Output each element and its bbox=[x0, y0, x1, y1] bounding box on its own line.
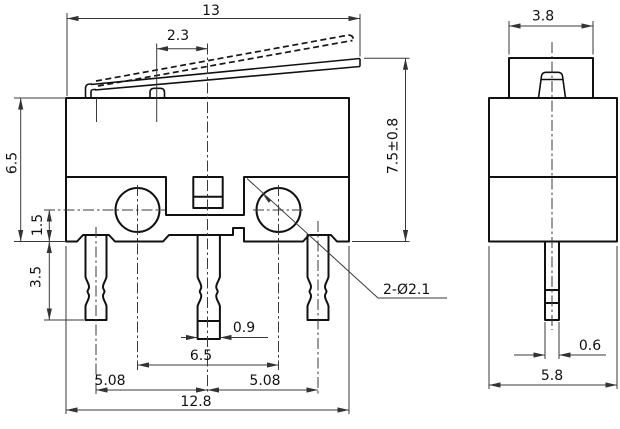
front-view bbox=[44, 34, 361, 394]
plunger bbox=[149, 87, 166, 98]
lever-free-position bbox=[95, 34, 354, 87]
dim-terminal-length: 3.5 bbox=[29, 266, 45, 288]
dim-body-depth: 5.8 bbox=[541, 368, 563, 384]
hole-callout-arrowhead bbox=[262, 194, 272, 203]
body-parting-line bbox=[65, 176, 350, 216]
dim-body-height: 6.5 bbox=[5, 152, 21, 174]
dim-mounting-holes: 2-Ø2.1 bbox=[383, 282, 430, 298]
dim-plunger-offset: 2.3 bbox=[167, 28, 189, 44]
dim-total-length: 13 bbox=[202, 3, 220, 19]
dim-lever-width: 3.8 bbox=[532, 9, 554, 25]
extension-lines bbox=[14, 13, 618, 414]
dim-overall-height: 7.5±0.8 bbox=[386, 118, 402, 174]
dim-base-to-hole-center: 1.5 bbox=[30, 214, 46, 236]
dim-terminal-width: 0.9 bbox=[233, 320, 255, 336]
dim-terminal-pitch-left: 5.08 bbox=[94, 373, 125, 389]
hole-callout-leader bbox=[246, 178, 447, 299]
side-view bbox=[488, 42, 618, 330]
terminal-center bbox=[196, 235, 221, 340]
dim-terminal-pitch-right: 5.08 bbox=[249, 373, 280, 389]
dim-body-width: 12.8 bbox=[180, 394, 211, 410]
dim-hole-spacing: 6.5 bbox=[190, 348, 212, 364]
lever-hinge bbox=[84, 83, 96, 98]
side-body-outline bbox=[488, 97, 618, 243]
contact-window bbox=[192, 176, 224, 209]
lever bbox=[90, 57, 361, 91]
dim-terminal-thickness: 0.6 bbox=[579, 338, 601, 354]
side-lever-end bbox=[508, 57, 594, 99]
dimensions: 13 2.3 3.8 6.5 1.5 3.5 7.5±0.8 2-Ø2.1 0.… bbox=[5, 3, 618, 414]
